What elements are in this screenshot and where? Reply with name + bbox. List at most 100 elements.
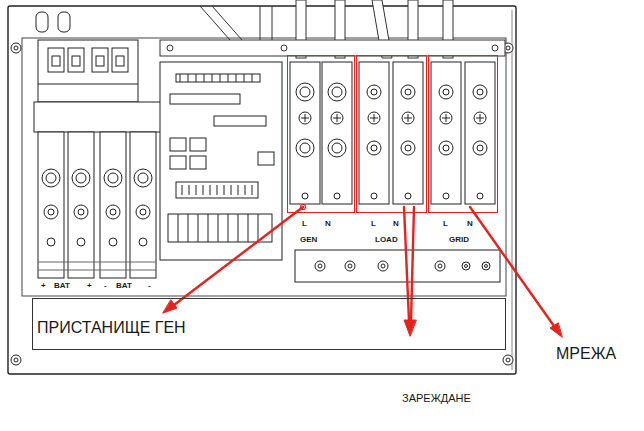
breaker (92, 48, 108, 72)
port-name: GRID (449, 235, 469, 244)
control-board (170, 138, 186, 151)
breaker (68, 48, 84, 72)
ac-terminal (393, 62, 423, 204)
battery-terminal (136, 205, 150, 219)
polarity-mark: - (148, 281, 151, 290)
battery-terminal (72, 169, 90, 187)
ac-terminal (359, 62, 389, 204)
battery-terminal (104, 169, 122, 187)
breaker (112, 48, 128, 72)
battery-terminal (68, 132, 94, 278)
top-cables (281, 45, 287, 51)
breaker (34, 12, 164, 132)
battery-terminal (130, 132, 156, 278)
ac-terminal (328, 139, 346, 157)
small-terminal-row (295, 250, 500, 282)
small-terminal-row (435, 261, 445, 271)
housing-screw (506, 358, 510, 362)
battery-terminal (46, 173, 56, 183)
callout-label: МРЕЖА (556, 345, 616, 363)
small-terminal-row (462, 262, 470, 270)
ac-terminal (477, 193, 483, 199)
control-board (170, 156, 186, 169)
polarity-mark: + (41, 281, 46, 290)
small-terminal-row (315, 261, 325, 271)
housing-screw (503, 355, 513, 365)
top-cables (160, 40, 505, 56)
polarity-mark: + (87, 281, 92, 290)
callout-label: ЗАРЕЖДАНЕ (402, 392, 471, 405)
small-terminal-row (381, 264, 385, 268)
control-board (214, 116, 266, 126)
pin-name: N (325, 219, 331, 228)
ac-terminal (370, 114, 378, 122)
breaker (96, 56, 104, 66)
ac-terminal (439, 85, 453, 99)
ac-terminal (367, 85, 381, 99)
ac-terminal (296, 139, 314, 157)
control-board (176, 74, 260, 82)
pin-name: L (443, 219, 448, 228)
red-leader-arrow (550, 323, 562, 337)
red-leader-arrow (163, 205, 562, 338)
ac-terminal (290, 62, 320, 204)
housing-screw (506, 46, 510, 50)
breaker (38, 40, 138, 102)
ac-terminal (405, 89, 411, 95)
ac-terminal (476, 114, 484, 122)
red-leader-arrow (470, 207, 554, 326)
ac-terminal (322, 62, 352, 204)
ac-terminal (465, 62, 495, 204)
battery-terminal (44, 205, 58, 219)
ac-terminal (440, 112, 452, 124)
port-band: ПРИСТАНИЩЕ ГЕН (32, 298, 506, 350)
small-terminal-row (295, 250, 500, 282)
ac-terminal (334, 193, 340, 199)
battery-terminal (38, 132, 156, 278)
breaker (48, 48, 64, 72)
ac-terminal (477, 145, 483, 151)
battery-terminal (47, 238, 55, 246)
battery-terminal (77, 238, 85, 246)
battery-terminal (106, 205, 120, 219)
battery-terminal (134, 169, 152, 187)
top-cables (492, 45, 498, 51)
control-board (190, 138, 206, 151)
battery-terminal (138, 173, 148, 183)
housing-screw (14, 358, 18, 362)
pin-name: L (302, 219, 307, 228)
ac-terminal (431, 62, 461, 204)
terminal-group: LNGRID (428, 55, 498, 213)
control-board (160, 62, 282, 260)
housing-screw (11, 43, 21, 53)
ac-terminal (371, 145, 377, 151)
ac-terminal (402, 112, 414, 124)
top-cables (167, 45, 173, 51)
battery-terminal (38, 132, 64, 278)
pin-name: N (393, 219, 399, 228)
small-terminal-row (345, 261, 355, 271)
battery-terminal (109, 238, 117, 246)
control-board (180, 74, 252, 82)
ac-terminal (405, 145, 411, 151)
battery-terminal (42, 169, 60, 187)
ac-terminal (371, 193, 377, 199)
breaker (52, 56, 60, 66)
ac-terminal (301, 114, 309, 122)
red-leader-arrow (163, 300, 177, 313)
small-terminal-row (438, 264, 442, 268)
control-board (176, 182, 258, 198)
port-name: LOAD (375, 235, 398, 244)
control-board (258, 152, 274, 165)
control-board (190, 156, 206, 169)
control-board (160, 62, 282, 260)
housing-screw (11, 355, 21, 365)
pin-name: N (467, 219, 473, 228)
housing (512, 10, 513, 370)
ac-terminal (302, 193, 308, 199)
ac-terminal (299, 112, 311, 124)
ac-terminal (401, 141, 415, 155)
ac-terminal (368, 112, 380, 124)
polarity-mark: - (104, 281, 107, 290)
